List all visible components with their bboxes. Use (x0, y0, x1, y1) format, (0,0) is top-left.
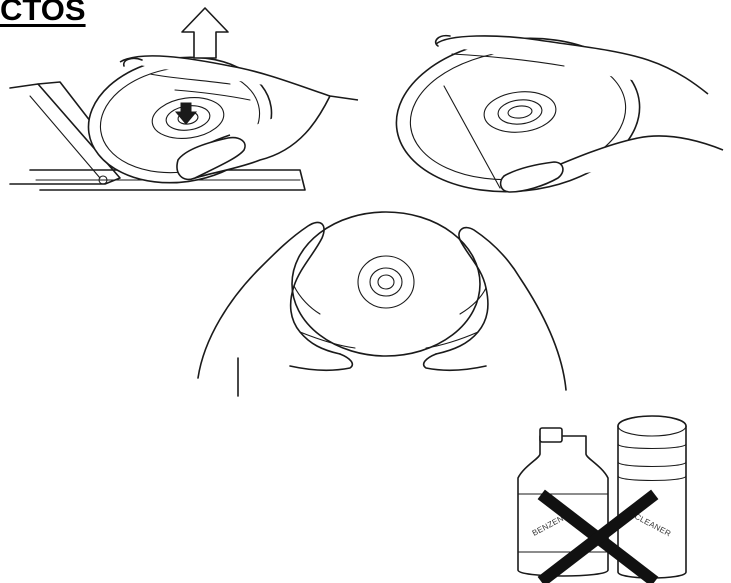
hold-disc-both-hands-illustration (190, 208, 580, 398)
hold-disc-edge-illustration (378, 20, 731, 200)
remove-disc-from-tray-illustration (0, 0, 370, 200)
do-not-use-solvents-illustration: CLEANER BENZENE (510, 410, 731, 583)
up-arrow-icon (182, 8, 228, 58)
